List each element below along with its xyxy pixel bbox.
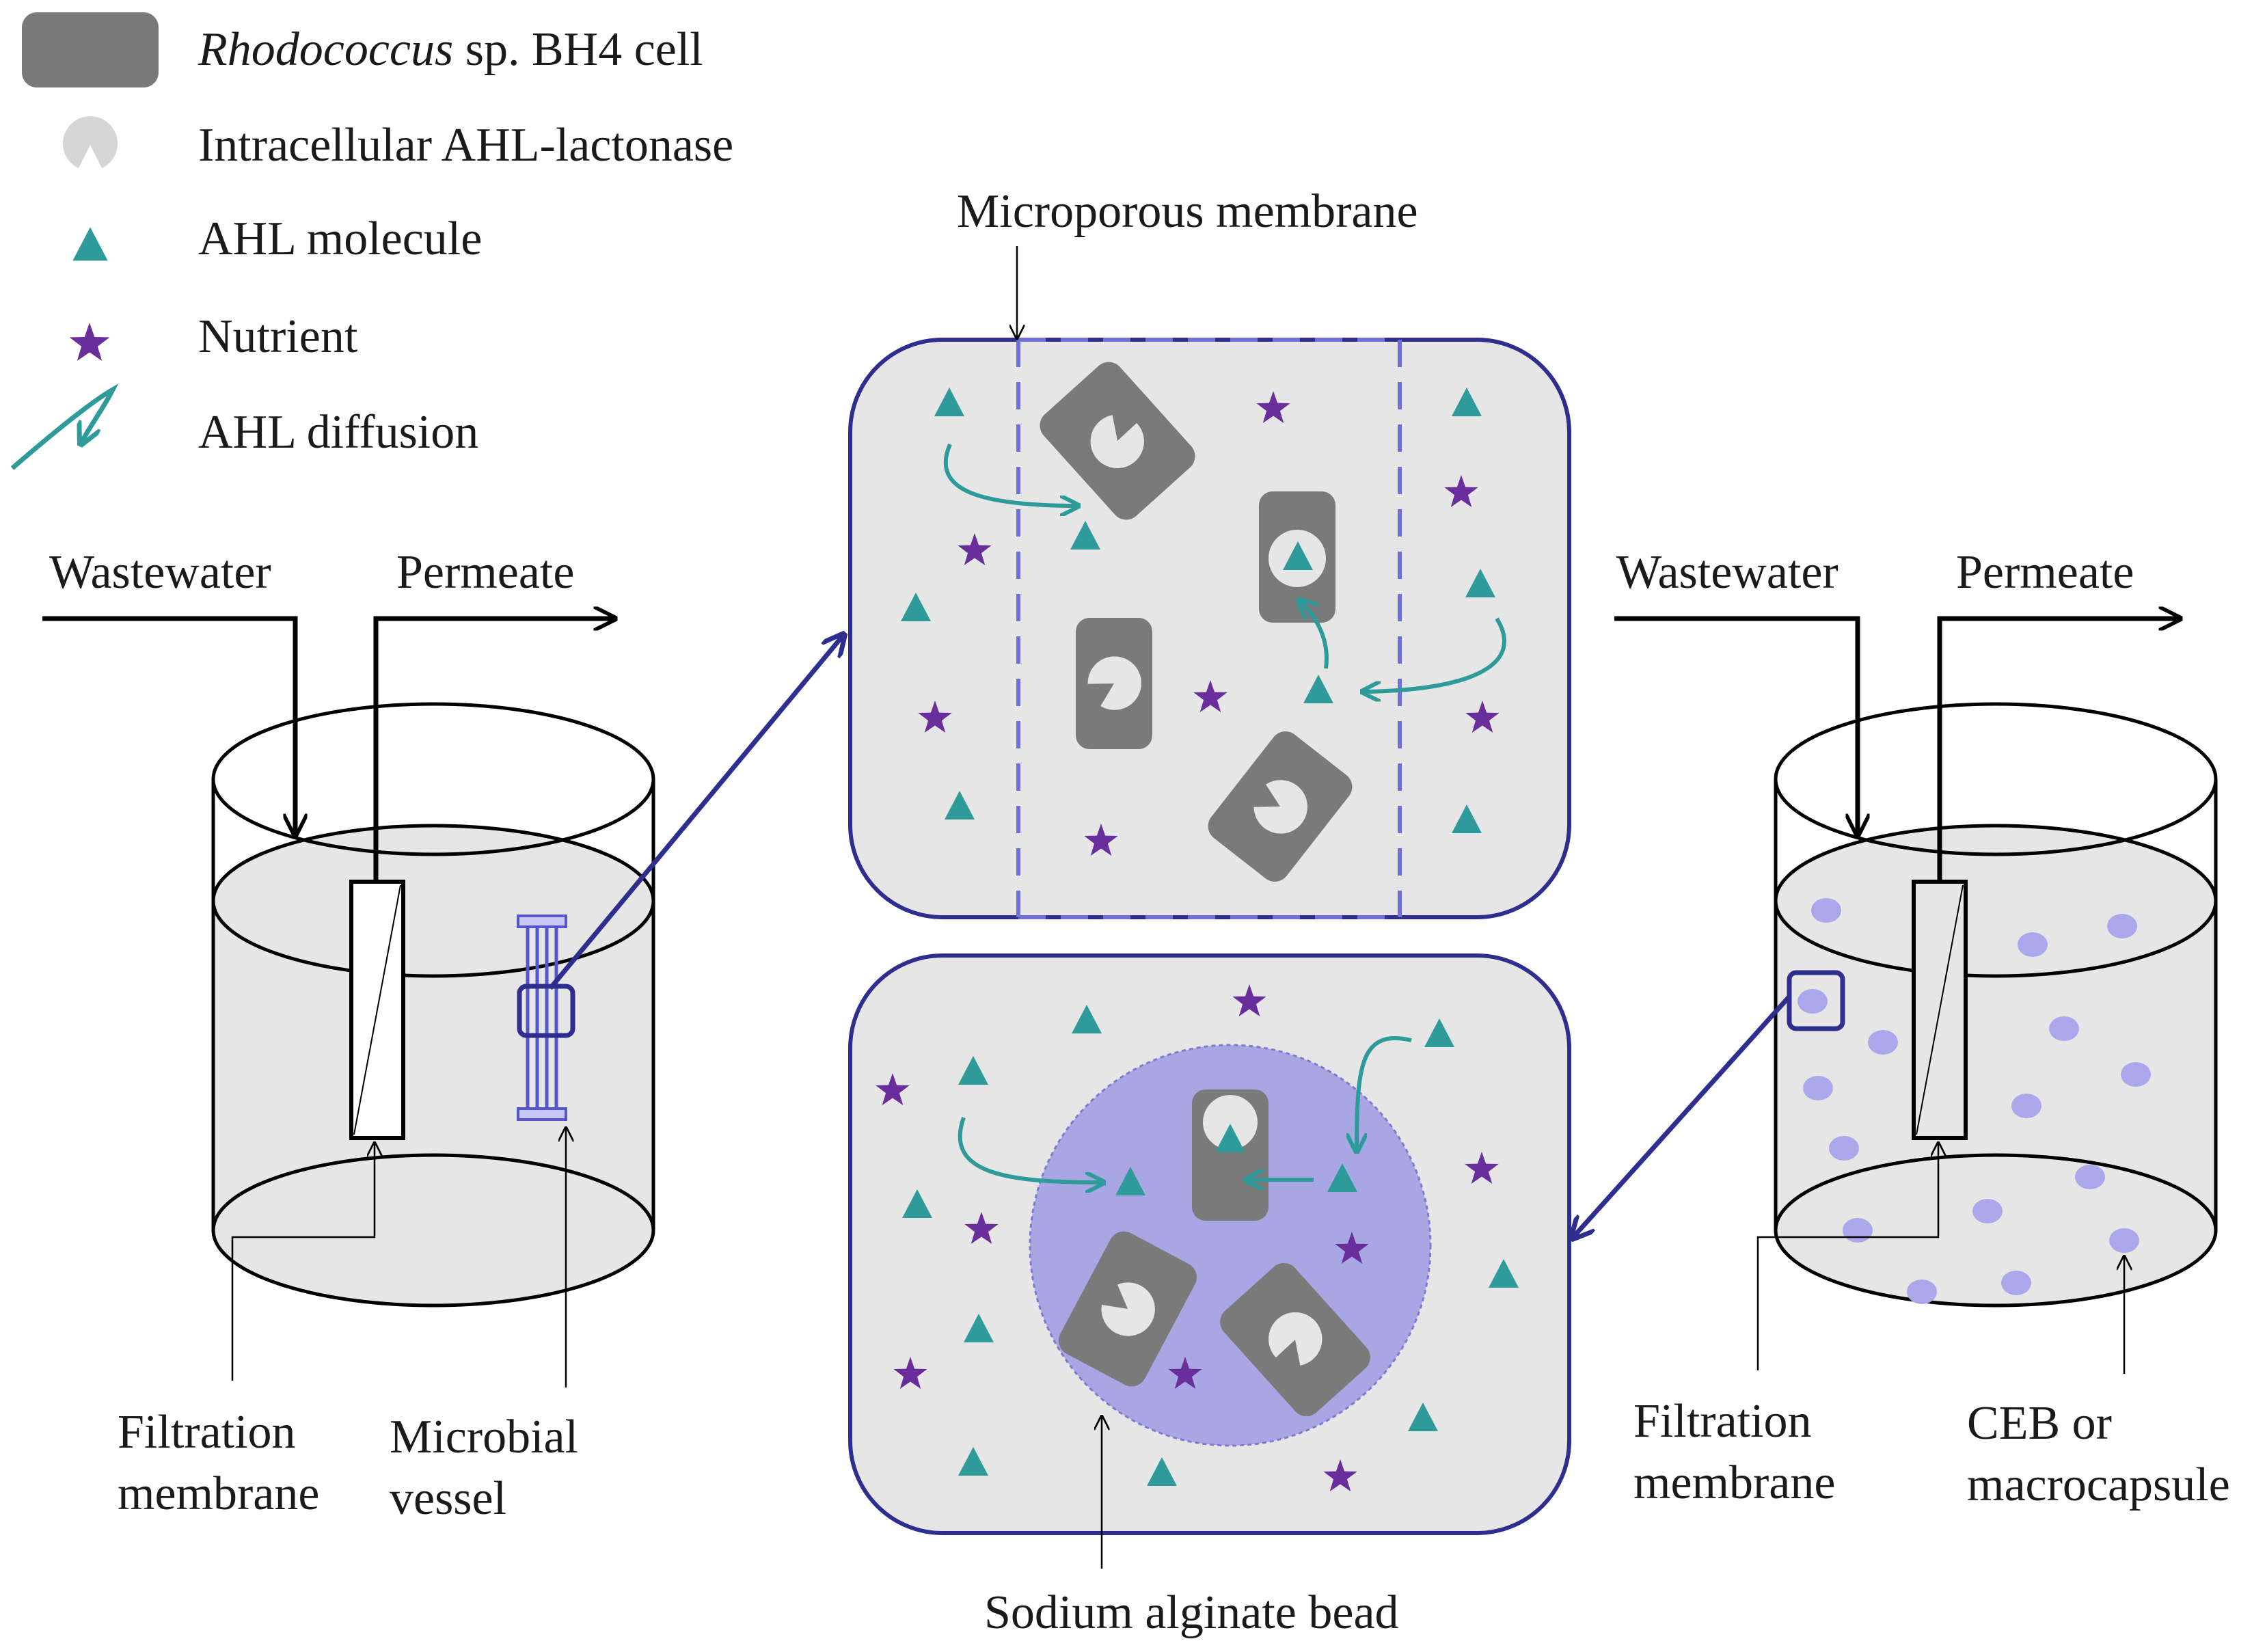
- left-filtration-label: Filtration: [118, 1406, 296, 1459]
- left-permeate-arrow: [373, 619, 615, 882]
- left-reactor: Wastewater Permeate Filtration membrane …: [42, 546, 655, 1525]
- right-filtration-membrane: [1912, 880, 1968, 1140]
- right-reactor: Wastewater Permeate Filtration membrane …: [1614, 546, 2230, 1511]
- right-wastewater-label: Wastewater: [1616, 546, 1839, 599]
- left-wastewater-arrow: [42, 616, 295, 835]
- cell: [1192, 1089, 1269, 1221]
- cell: [1040, 362, 1195, 520]
- left-filtration-label-2: membrane: [118, 1467, 319, 1520]
- legend-cell-swatch: [22, 12, 159, 87]
- cell: [1208, 731, 1353, 882]
- right-wastewater-arrow: [1614, 616, 1858, 835]
- legend-cell-label: Rhodococcus sp. BH4 cell: [198, 23, 703, 76]
- top-panel: Microporous membrane: [848, 185, 1571, 919]
- legend-nutrient-icon: [69, 323, 110, 362]
- capsules: [1797, 898, 2151, 1304]
- top-panel-label: Microporous membrane: [957, 185, 1418, 238]
- right-permeate-label: Permeate: [1956, 546, 2134, 599]
- connector-arrow-bottom: [1572, 994, 1791, 1238]
- left-vessel-label-2: vessel: [390, 1472, 506, 1525]
- left-microbial-vessel: [517, 915, 575, 1121]
- legend-ahl-label: AHL molecule: [198, 213, 482, 265]
- legend-ahl-icon: [72, 227, 108, 261]
- bottom-panel-label: Sodium alginate bead: [984, 1586, 1399, 1639]
- cell: [1058, 1231, 1197, 1387]
- left-vessel-label: Microbial: [390, 1411, 578, 1463]
- diffusion-arrow: [1357, 1035, 1412, 1152]
- cell: [1076, 618, 1152, 749]
- right-ceb-label: CEB or: [1967, 1397, 2112, 1450]
- connector-arrow-top: [548, 634, 844, 990]
- legend-diffusion-arrow-icon: [10, 383, 119, 470]
- diffusion-arrow: [943, 443, 1078, 506]
- left-permeate-label: Permeate: [396, 546, 574, 599]
- left-filtration-membrane: [349, 880, 405, 1140]
- legend-lactonase-icon: [63, 116, 118, 172]
- right-permeate-arrow: [1937, 619, 2180, 882]
- left-wastewater-label: Wastewater: [49, 546, 271, 599]
- legend-nutrient-label: Nutrient: [198, 310, 358, 363]
- diffusion-arrow: [1362, 617, 1506, 692]
- bottom-panel: Sodium alginate bead: [848, 953, 1571, 1639]
- diffusion-arrow: [1299, 600, 1329, 669]
- diffusion-arrow: [958, 1117, 1104, 1182]
- cell: [1220, 1262, 1370, 1417]
- legend-diffusion-label: AHL diffusion: [198, 406, 478, 459]
- right-filtration-label-2: membrane: [1633, 1457, 1835, 1509]
- legend-lactonase-label: Intracellular AHL-lactonase: [198, 119, 733, 172]
- right-filtration-label: Filtration: [1633, 1395, 1812, 1448]
- right-ceb-label-2: macrocapsule: [1967, 1459, 2230, 1511]
- legend: Rhodococcus sp. BH4 cell Intracellular A…: [10, 12, 733, 470]
